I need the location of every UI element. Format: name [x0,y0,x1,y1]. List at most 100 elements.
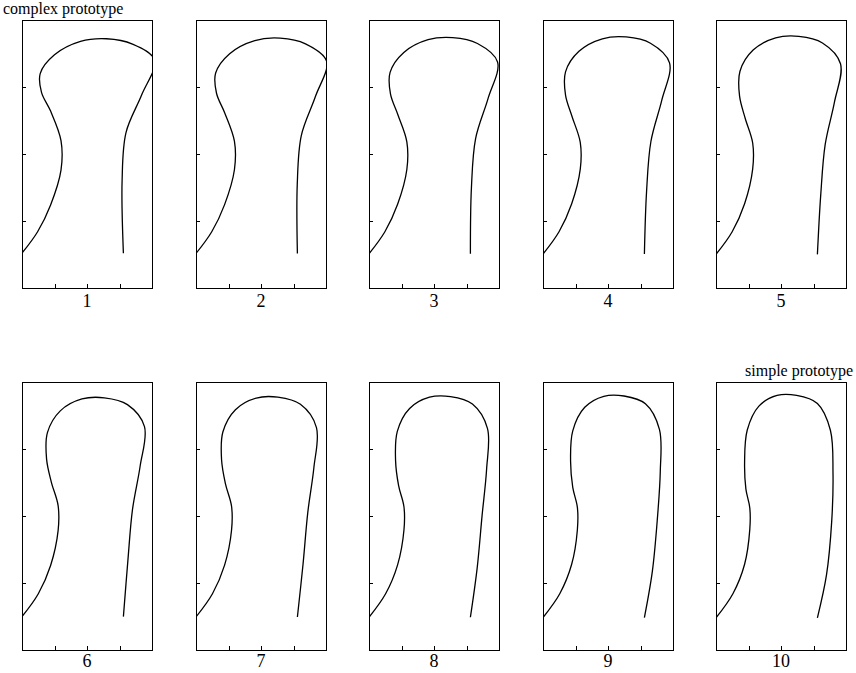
axis-tick [22,221,26,222]
axis-tick [196,87,200,88]
axis-tick [543,583,547,584]
axis-tick [55,646,56,650]
axis-tick [369,154,373,155]
axis-tick [716,87,720,88]
panel-number: 7 [257,652,266,671]
axis-tick [434,284,435,288]
axis-tick [814,284,815,288]
axis-tick [196,449,200,450]
panel [196,383,327,651]
axis-tick [543,449,547,450]
shape-curve [196,38,326,253]
axis-tick [294,284,295,288]
axis-tick [543,87,547,88]
axis-tick [543,154,547,155]
panel-number: 4 [604,292,613,311]
axis-tick [22,583,26,584]
panel-frame [23,21,153,289]
panel-frame [23,383,153,651]
axis-tick [814,646,815,650]
axis-tick [369,449,373,450]
panel-number: 2 [257,292,266,311]
panel-frame [370,21,500,289]
panel-number: 10 [772,652,790,671]
axis-tick [120,284,121,288]
panel-number: 3 [430,292,439,311]
panel [543,383,674,651]
axis-tick [120,646,121,650]
panel-frame [717,383,847,651]
axis-tick [196,154,200,155]
axis-tick [294,646,295,650]
axis-tick [22,449,26,450]
panel-number: 5 [777,292,786,311]
axis-tick [261,646,262,650]
shape-curve [22,397,145,616]
axis-tick [576,646,577,650]
axis-tick [716,154,720,155]
panel [369,383,500,651]
shape-curve [369,37,498,253]
axis-tick [402,284,403,288]
axis-tick [608,284,609,288]
panel-title: simple prototype [745,363,853,380]
axis-tick [369,583,373,584]
axis-tick [229,284,230,288]
axis-tick [22,154,26,155]
panel [196,21,327,289]
axis-tick [87,284,88,288]
panel [716,21,847,289]
axis-tick [576,284,577,288]
axis-tick [467,284,468,288]
panel-frame [197,383,327,651]
axis-tick [781,646,782,650]
axis-tick [402,646,403,650]
axis-tick [716,449,720,450]
axis-tick [55,284,56,288]
axis-tick [467,646,468,650]
axis-tick [608,646,609,650]
axis-tick [749,284,750,288]
panel-title: complex prototype [3,1,123,18]
shape-curve [369,396,489,617]
axis-tick [369,221,373,222]
axis-tick [641,284,642,288]
panel-frame [370,383,500,651]
axis-tick [369,87,373,88]
shape-curve [22,39,152,254]
panel-number: 9 [604,652,613,671]
panel-number: 6 [83,652,92,671]
shape-curve [543,395,661,617]
axis-tick [641,646,642,650]
axis-tick [261,284,262,288]
axis-tick [434,646,435,650]
panel-frame [544,383,674,651]
shape-curve [543,37,670,254]
axis-tick [196,516,200,517]
panel-frame [197,21,327,289]
panel-number: 1 [83,292,92,311]
axis-tick [781,284,782,288]
panel [543,21,674,289]
shape-curve [716,394,833,618]
shape-curve [716,36,841,254]
axis-tick [716,221,720,222]
axis-tick [749,646,750,650]
axis-tick [543,221,547,222]
panel [22,21,155,289]
axis-tick [543,516,547,517]
axis-tick [196,583,200,584]
axis-tick [196,221,200,222]
panel [716,383,847,651]
panel-number: 8 [430,652,439,671]
axis-tick [716,516,720,517]
panel [22,383,153,651]
axis-tick [229,646,230,650]
axis-tick [22,516,26,517]
panel [369,21,500,289]
shape-curve [196,397,318,617]
panel-frame [544,21,674,289]
axis-tick [369,516,373,517]
axis-tick [87,646,88,650]
